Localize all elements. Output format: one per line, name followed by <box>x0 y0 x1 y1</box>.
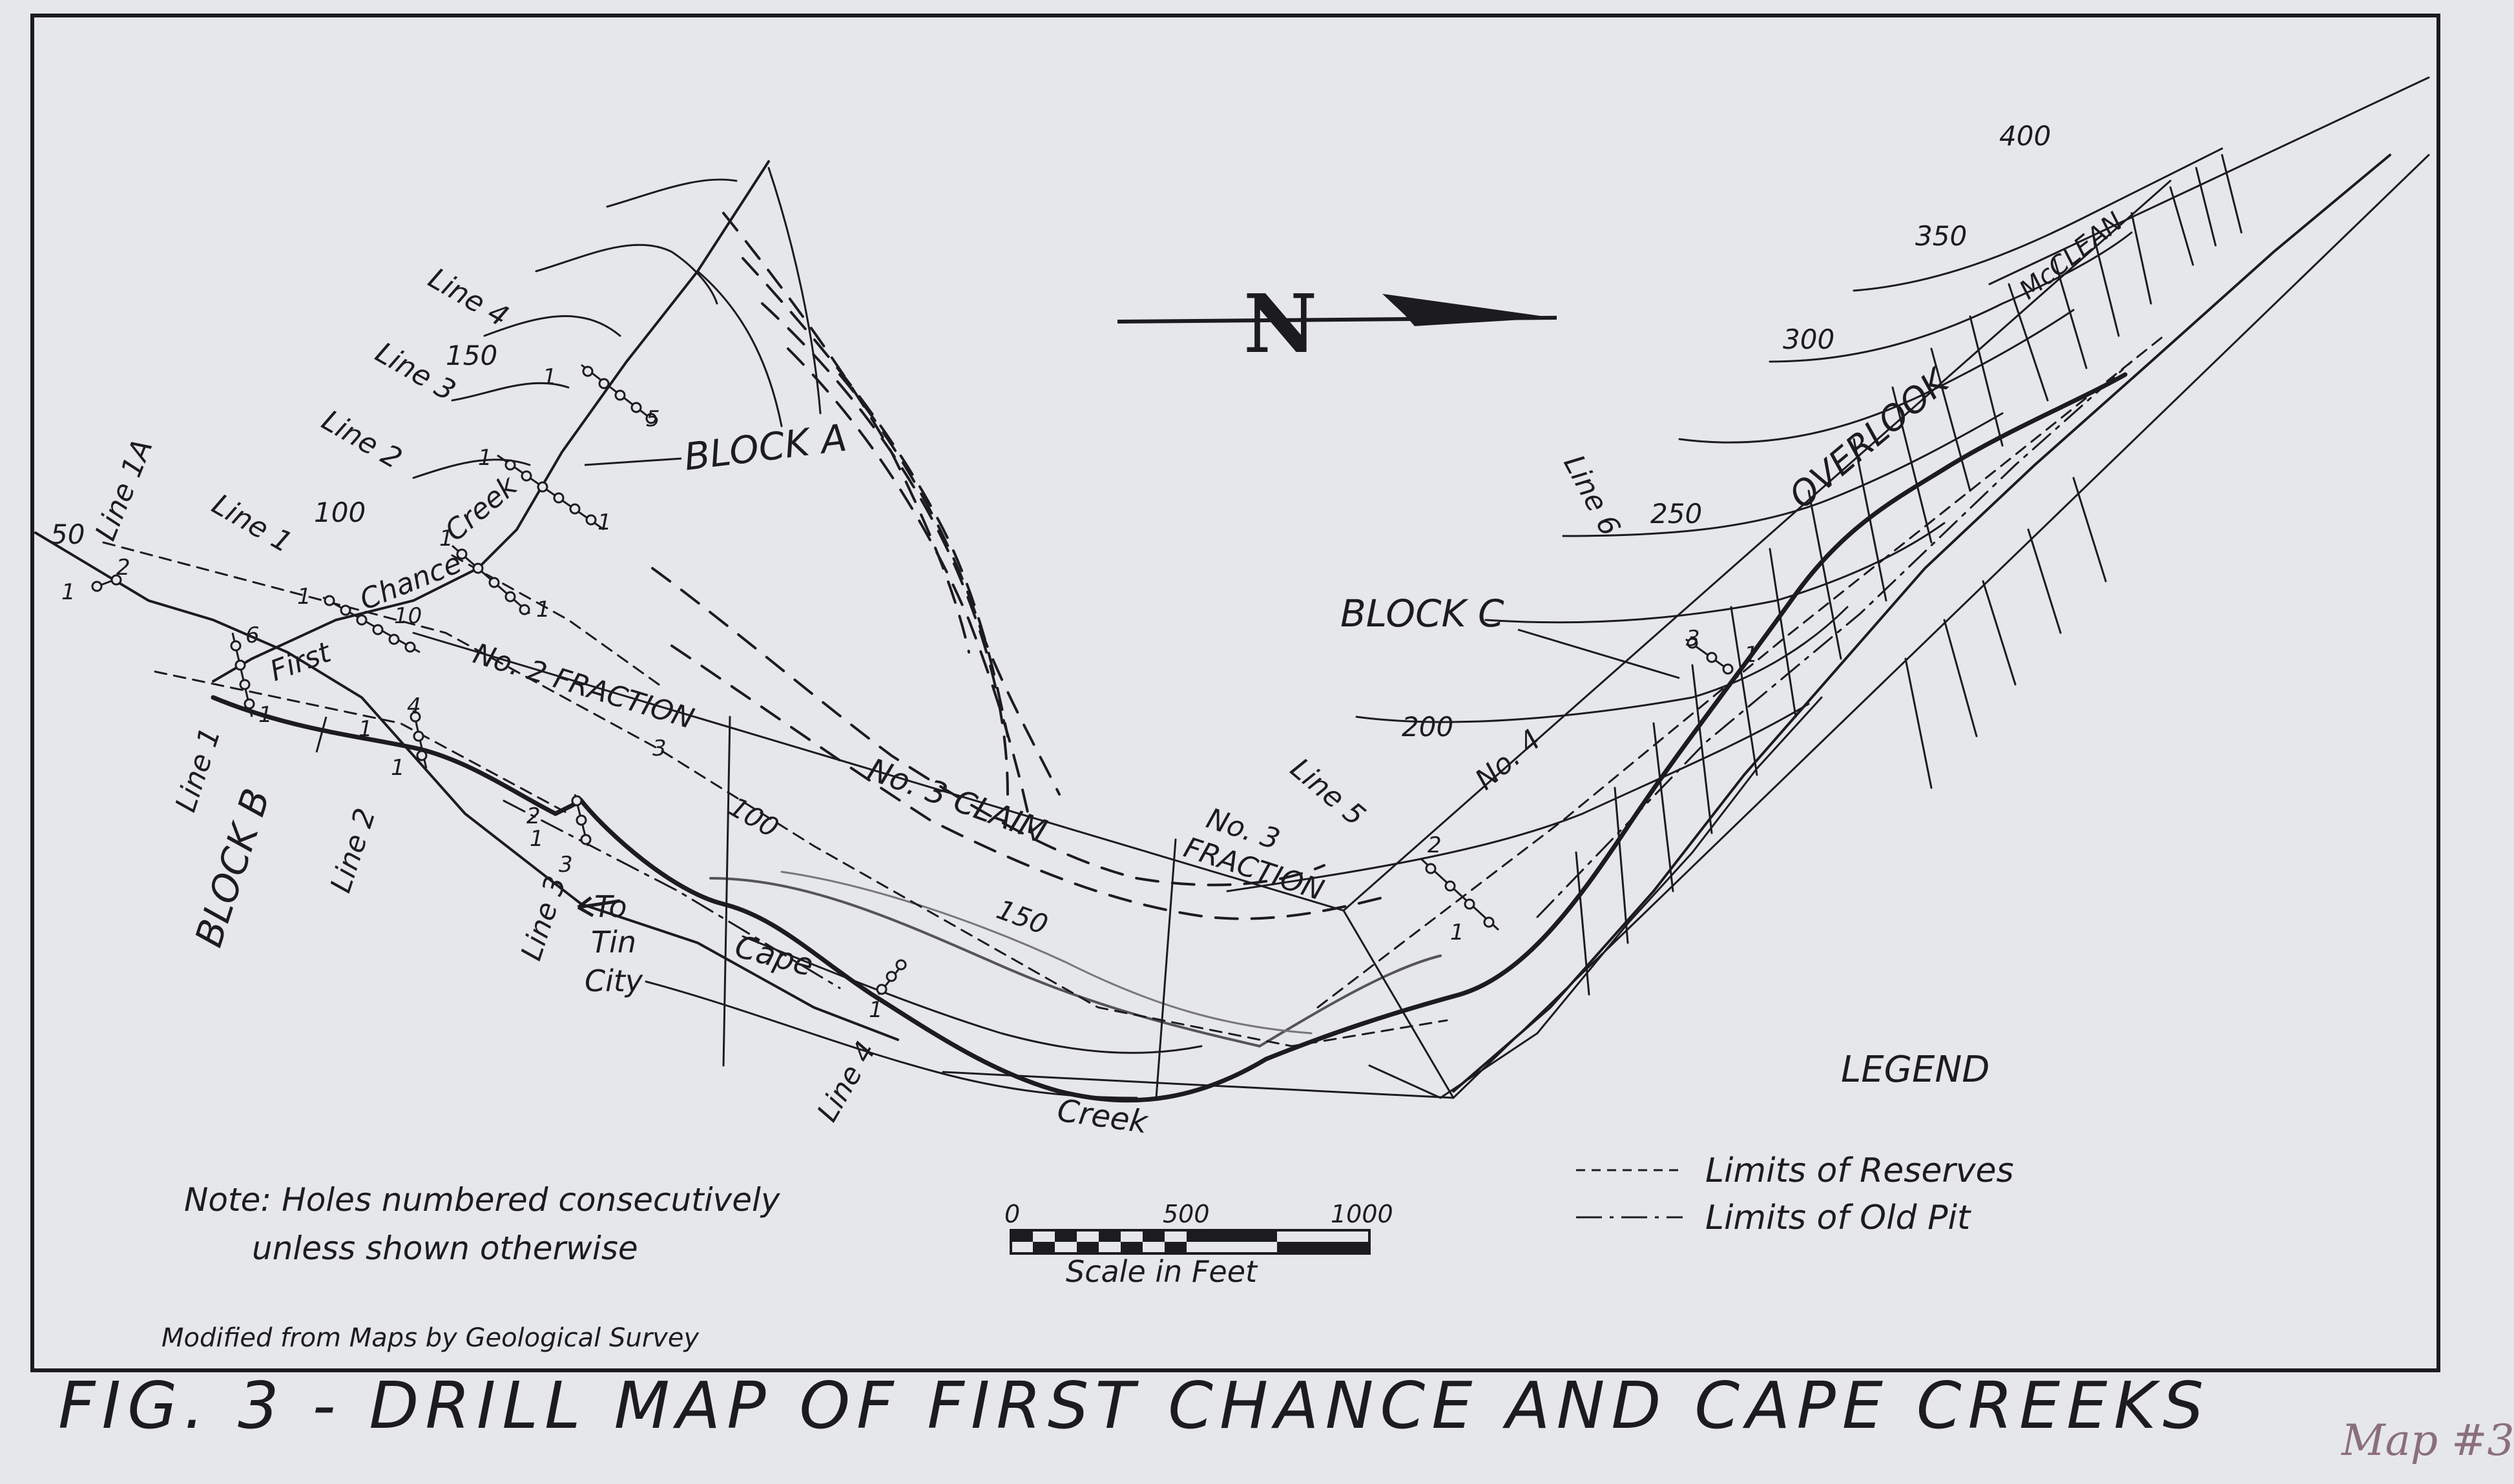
contour-300: 300 <box>1783 324 1834 355</box>
hole-number: 1 <box>478 445 492 471</box>
line-4-b-label: Line 4 <box>811 1036 882 1127</box>
contour-350: 350 <box>1915 220 1967 252</box>
hole-number: 2 <box>1428 832 1442 858</box>
hole-number: 1 <box>258 702 273 728</box>
hole-number: 6 <box>245 623 260 648</box>
line-6-label: Line 6 <box>1557 449 1626 541</box>
scale-bar: 0 500 1000 Scale in Feet <box>1004 1200 1393 1289</box>
hole-number: 1 <box>530 826 544 852</box>
north-arrow-icon: N <box>1117 277 1557 371</box>
contour-250: 250 <box>1650 498 1702 530</box>
drill-line-labels: Line 1A Line 4 Line 3 Line 2 Line 1 Line… <box>89 262 1626 1127</box>
line-2-b-label: Line 2 <box>324 804 382 896</box>
claim-no2-fraction: No. 2 FRACTION <box>470 637 698 736</box>
hole-number: 1 <box>358 716 373 742</box>
topography <box>34 76 2430 1103</box>
contour-50: 50 <box>50 519 85 550</box>
credit-text: Modified from Maps by Geological Survey <box>161 1323 700 1353</box>
line-1-b-label: Line 1 <box>169 723 227 816</box>
to-tin-city-2: Tin <box>591 925 636 960</box>
hole-number: 1 <box>543 364 557 390</box>
to-tin-city: To Tin City <box>577 889 643 998</box>
legend: LEGEND Limits of Reserves Limits of Old … <box>1576 1049 2014 1237</box>
pointer-arrows <box>315 457 1680 753</box>
to-tin-city-1: To <box>594 889 627 924</box>
hole-number: 3 <box>652 736 667 761</box>
legend-old-pit-label: Limits of Old Pit <box>1705 1199 1971 1237</box>
to-tin-city-3: City <box>585 964 643 998</box>
line-5-label: Line 5 <box>1284 752 1371 832</box>
hole-number: 1 <box>439 526 453 551</box>
hole-number: 2 <box>526 803 541 829</box>
hole-number: 1 <box>297 584 311 610</box>
line-4-top-label: Line 4 <box>423 262 514 333</box>
hole-number: 1 <box>391 755 405 781</box>
line-1-top-label: Line 1 <box>207 488 298 559</box>
creek-cape: Cape <box>731 928 817 984</box>
hole-number: 1 <box>597 510 612 535</box>
drill-holes <box>91 366 1734 995</box>
contour-150-upper: 150 <box>446 340 497 371</box>
block-c-label: BLOCK C <box>1340 592 1504 635</box>
scale-tick-1000: 1000 <box>1331 1200 1393 1228</box>
line-2-top-label: Line 2 <box>317 404 408 475</box>
legend-reserves-label: Limits of Reserves <box>1705 1151 2014 1190</box>
map-frame <box>30 14 2440 1372</box>
north-label: N <box>1243 277 1317 371</box>
hole-number: 1 <box>1463 939 1464 940</box>
legend-title: LEGEND <box>1841 1049 1989 1091</box>
creek-first: First <box>265 635 336 688</box>
hole-number: 5 <box>646 406 660 432</box>
scale-tick-500: 500 <box>1163 1200 1210 1228</box>
contour-100-lower: 100 <box>723 790 784 844</box>
hole-number: 1 <box>1744 642 1758 668</box>
hole-number: 1 <box>536 597 550 623</box>
hole-number-labels: 1 2 1 5 1 1 1 1 1 6 1 10 4 1 1 3 2 1 3 1… <box>61 364 1758 1023</box>
hole-number: 3 <box>559 852 573 878</box>
line-1a-label: Line 1A <box>89 435 160 545</box>
hole-number: 10 <box>394 603 422 629</box>
note-line-2: unless shown otherwise <box>252 1230 638 1267</box>
map-caption-title: FIG. 3 - DRILL MAP OF FIRST CHANCE AND C… <box>58 1368 2210 1443</box>
scale-label: Scale in Feet <box>1066 1254 1258 1289</box>
overlook-label: OVERLOOK <box>1782 360 1958 517</box>
note-line-1: Note: Holes numbered consecutively <box>184 1181 781 1219</box>
hole-number: 1 <box>61 579 76 605</box>
line-3-b-label: Line 3 <box>515 872 573 964</box>
hole-number: 2 <box>116 555 130 581</box>
hole-number: 1 <box>869 997 883 1023</box>
mcclean-label: McCLEAN <box>2014 207 2128 305</box>
archive-stamp: Map #3 <box>2342 1416 2514 1465</box>
contour-400: 400 <box>1999 120 2051 152</box>
block-a-label: BLOCK A <box>681 416 849 479</box>
contour-100-upper: 100 <box>314 497 366 528</box>
hole-number: 1 <box>1450 920 1464 945</box>
contour-200: 200 <box>1402 711 1453 743</box>
scale-tick-0: 0 <box>1004 1200 1020 1228</box>
claim-no4: No. 4 <box>1469 723 1547 797</box>
drill-hole-lines <box>91 364 1734 995</box>
hole-number: 4 <box>407 694 421 719</box>
hole-number: 3 <box>1686 626 1700 652</box>
